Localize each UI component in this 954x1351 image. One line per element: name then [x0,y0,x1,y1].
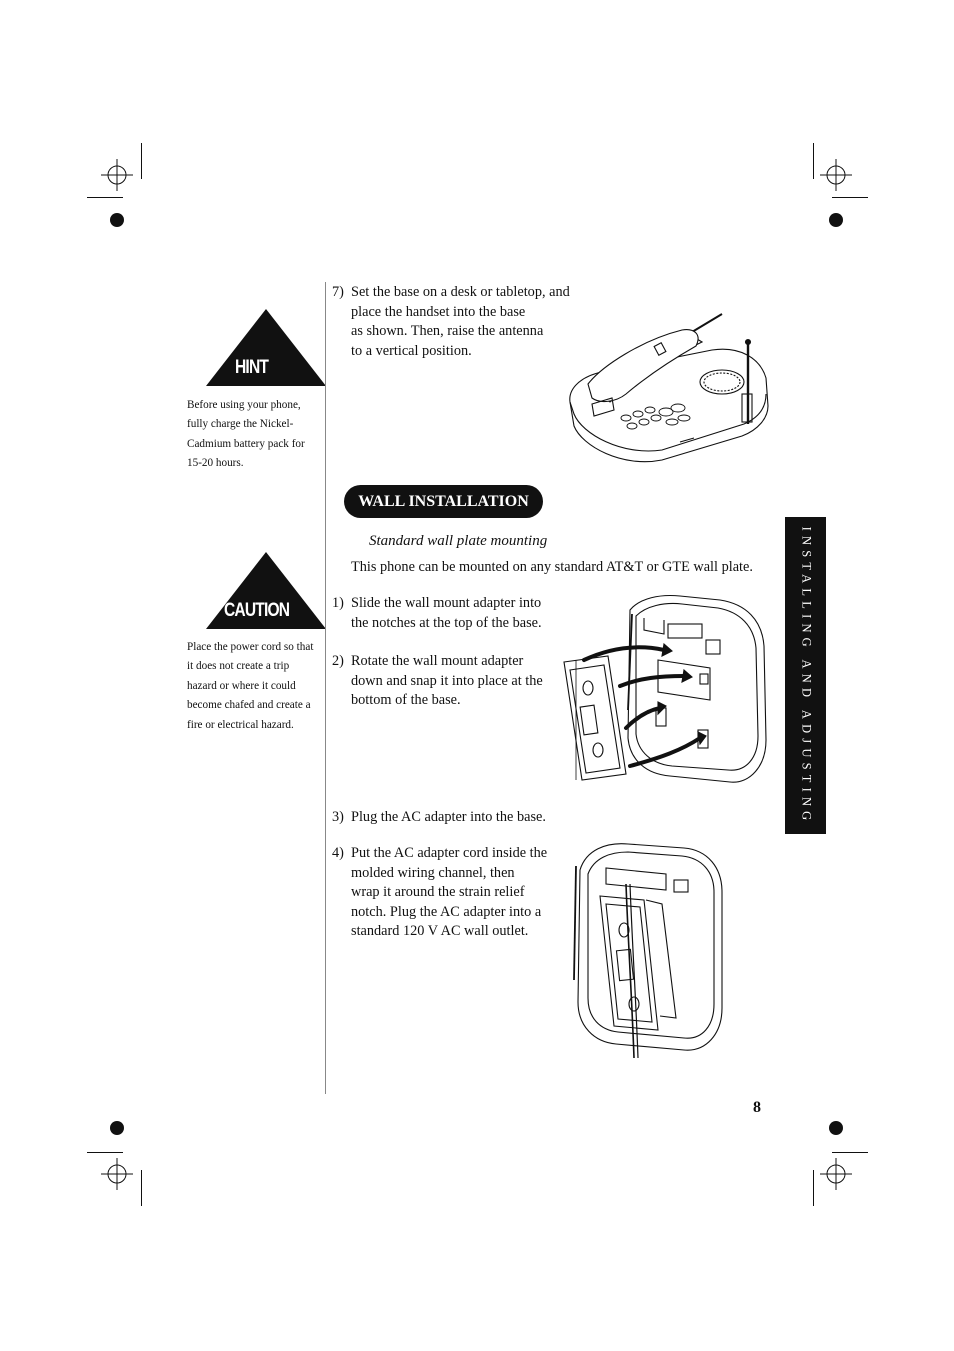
crop-line [832,197,868,198]
wall-mounted-base-illustration [573,843,723,1059]
registration-dot-icon [829,213,843,227]
caution-text: Place the power cord so that it does not… [187,641,314,731]
crop-line [141,1170,142,1206]
step-4: 4) Put the AC adapter cord inside the mo… [332,844,562,944]
step-number: 7) [332,284,344,300]
crop-line [87,197,123,198]
registration-dot-icon [110,213,124,227]
registration-dot-icon [110,1121,124,1135]
section-side-tab-label: INSTALLING AND ADJUSTING [799,526,813,825]
caution-triangle-icon [206,552,326,629]
registration-mark-icon [101,1158,133,1190]
step-text: Set the base on a desk or tabletop, and … [351,284,570,359]
caution-label: CAUTION [224,600,290,621]
page-number: 8 [753,1099,761,1116]
step-number: 2) [332,653,344,669]
crop-line [813,1170,814,1206]
crop-line [141,143,142,179]
hint-label: HINT [235,357,269,378]
wall-plate-subheading: Standard wall plate mounting [369,533,548,549]
hint-text: Before using your phone, fully charge th… [187,399,305,470]
step-7: 7) Set the base on a desk or tabletop, a… [332,283,592,363]
registration-dot-icon [829,1121,843,1135]
step-number: 4) [332,845,344,861]
wall-installation-heading: WALL INSTALLATION [344,485,543,518]
step-3: 3) Plug the AC adapter into the base. [332,808,562,828]
step-text: Put the AC adapter cord inside the molde… [351,845,548,939]
step-1: 1) Slide the wall mount adapter into the… [332,594,562,634]
step-text: Slide the wall mount adapter into the no… [351,595,542,631]
registration-mark-icon [101,159,133,191]
crop-line [813,143,814,179]
wall-plate-intro: This phone can be mounted on any standar… [351,559,753,575]
step-number: 3) [332,809,344,825]
step-text: Rotate the wall mount adapter down and s… [351,653,543,708]
crop-line [87,1152,123,1153]
phone-base-desk-illustration [569,313,769,463]
step-text: Plug the AC adapter into the base. [351,809,546,825]
registration-mark-icon [820,159,852,191]
step-2: 2) Rotate the wall mount adapter down an… [332,652,562,712]
step-number: 1) [332,595,344,611]
hint-triangle-icon [206,309,326,386]
wall-mount-adapter-illustration [563,594,767,783]
section-side-tab: INSTALLING AND ADJUSTING [785,517,826,834]
column-divider [325,282,326,1094]
registration-mark-icon [820,1158,852,1190]
crop-line [832,1152,868,1153]
